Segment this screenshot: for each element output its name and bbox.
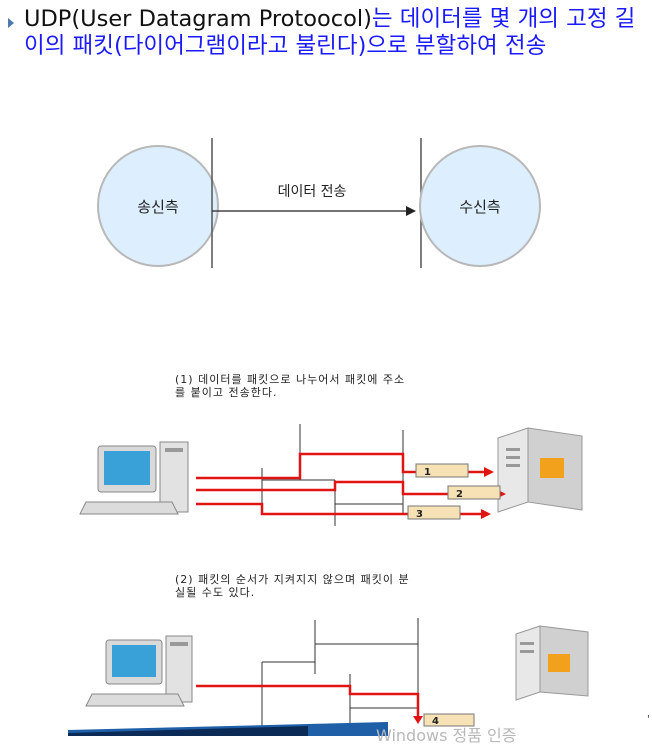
packet-2: 2 <box>447 485 501 500</box>
svg-text:4: 4 <box>432 716 439 727</box>
packet-4: 4 <box>423 713 475 727</box>
network-lines <box>261 424 404 526</box>
headline-text: UDP(User Datagram Protoocol)는 데이터를 몇 개의 … <box>24 6 652 60</box>
svg-text:3: 3 <box>416 509 423 520</box>
server-icon <box>497 427 583 513</box>
server-icon <box>515 625 589 701</box>
lost-packet-route <box>196 684 420 716</box>
headline-prefix: UDP(User Datagram Protoocol) <box>24 6 372 32</box>
caption-1-line-2: 를 붙이고 전송한다. <box>175 386 278 399</box>
caption-2-line-2: 실될 수도 있다. <box>175 586 256 599</box>
slide-edge-shadow <box>68 722 388 736</box>
packet-loss-diagram: 4 <box>85 618 589 736</box>
caption-2: (2) 패킷의 순서가 지켜지지 않으며 패킷이 분 실될 수도 있다. <box>175 573 410 599</box>
sender-circle <box>97 145 219 267</box>
receiver-circle <box>419 145 541 267</box>
client-computer-icon <box>85 635 193 707</box>
caption-1-line-1: (1) 데이터를 패킷으로 나누어서 패킷에 주소 <box>175 373 406 386</box>
transfer-arrowhead <box>406 206 416 216</box>
client-computer-icon <box>79 441 189 515</box>
edge-mark: ' <box>647 714 650 725</box>
lost-packet-arrowhead <box>413 716 423 724</box>
bullet-icon <box>8 18 14 28</box>
svg-text:2: 2 <box>456 489 463 500</box>
receiver-label: 수신측 <box>459 198 500 216</box>
packet-1: 1 <box>415 463 469 478</box>
headline-rest: 는 데이터를 몇 개의 고정 길이의 패킷(다이어그램이라고 불린다)으로 분할… <box>24 6 636 59</box>
caption-1: (1) 데이터를 패킷으로 나누어서 패킷에 주소 를 붙이고 전송한다. <box>175 373 405 399</box>
sender-label: 송신측 <box>137 198 178 216</box>
packet-routing-diagram: 1 2 3 <box>79 424 583 526</box>
windows-activation-watermark: Windows 정품 인증 <box>376 726 517 745</box>
svg-text:1: 1 <box>424 467 431 478</box>
packet-3: 3 <box>407 505 461 520</box>
transfer-label: 데이터 전송 <box>278 184 347 200</box>
caption-2-line-1: (2) 패킷의 순서가 지켜지지 않으며 패킷이 분 <box>175 573 410 586</box>
packet-routes <box>196 452 497 516</box>
udp-transfer-diagram: 송신측 데이터 전송 수신측 <box>97 138 541 268</box>
